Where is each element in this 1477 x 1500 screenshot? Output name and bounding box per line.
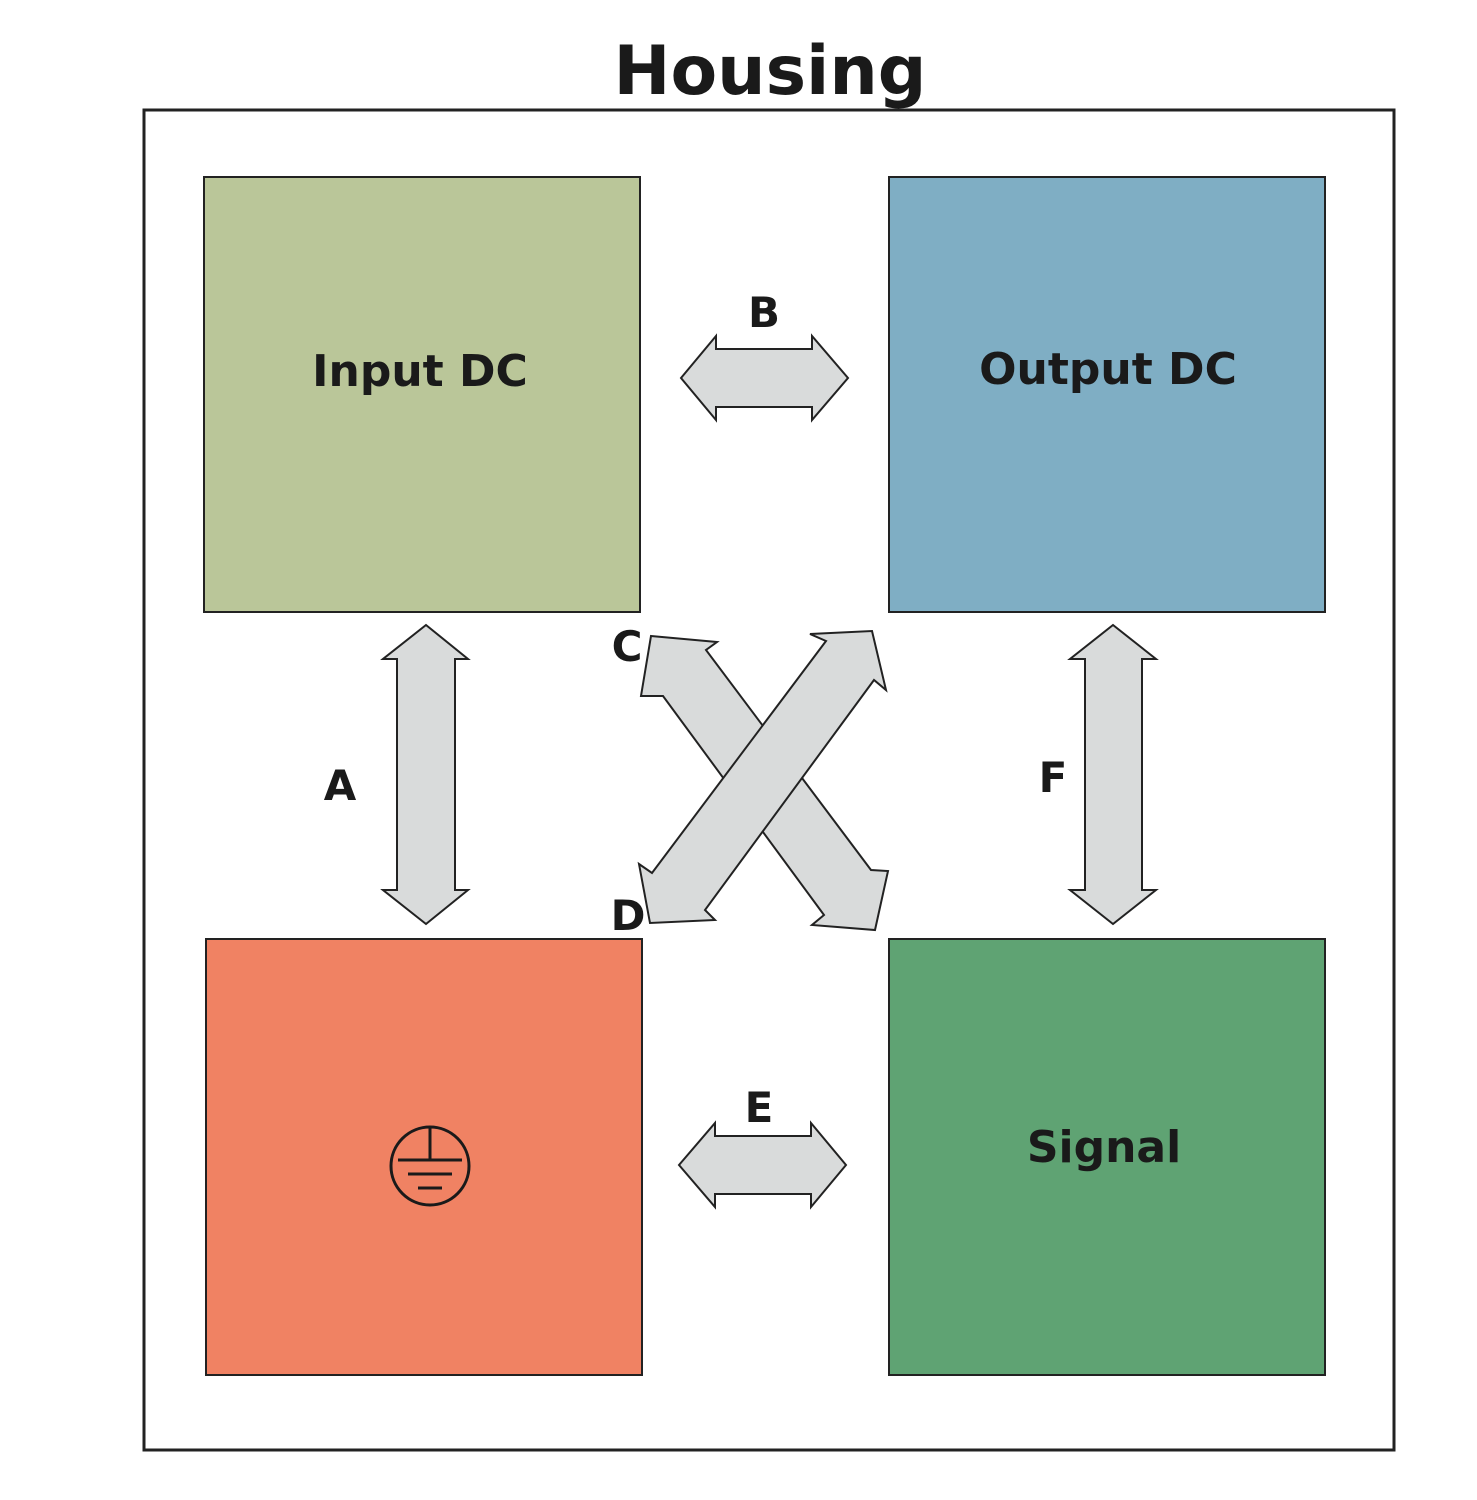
connection-label-d: D — [611, 891, 646, 940]
connection-label-b: B — [748, 288, 780, 337]
ground-icon — [389, 1125, 471, 1207]
arrow-e — [677, 1120, 848, 1210]
arrow-f — [1067, 623, 1159, 926]
connection-label-f: F — [1039, 753, 1068, 802]
signal-label: Signal — [1027, 1122, 1181, 1173]
connection-label-a: A — [324, 761, 357, 810]
output-dc-block — [888, 176, 1326, 613]
connection-label-e: E — [745, 1083, 774, 1132]
arrow-a — [380, 623, 471, 926]
arrow-d — [637, 629, 888, 925]
input-dc-label: Input DC — [312, 346, 528, 397]
output-dc-label: Output DC — [979, 344, 1237, 395]
diagram-title: Housing — [614, 32, 927, 111]
housing-frame — [142, 108, 1396, 1452]
arrow-b — [679, 333, 850, 423]
ground-block — [205, 938, 643, 1376]
input-dc-block — [203, 176, 641, 613]
signal-block — [888, 938, 1326, 1376]
connection-label-c: C — [612, 622, 643, 671]
